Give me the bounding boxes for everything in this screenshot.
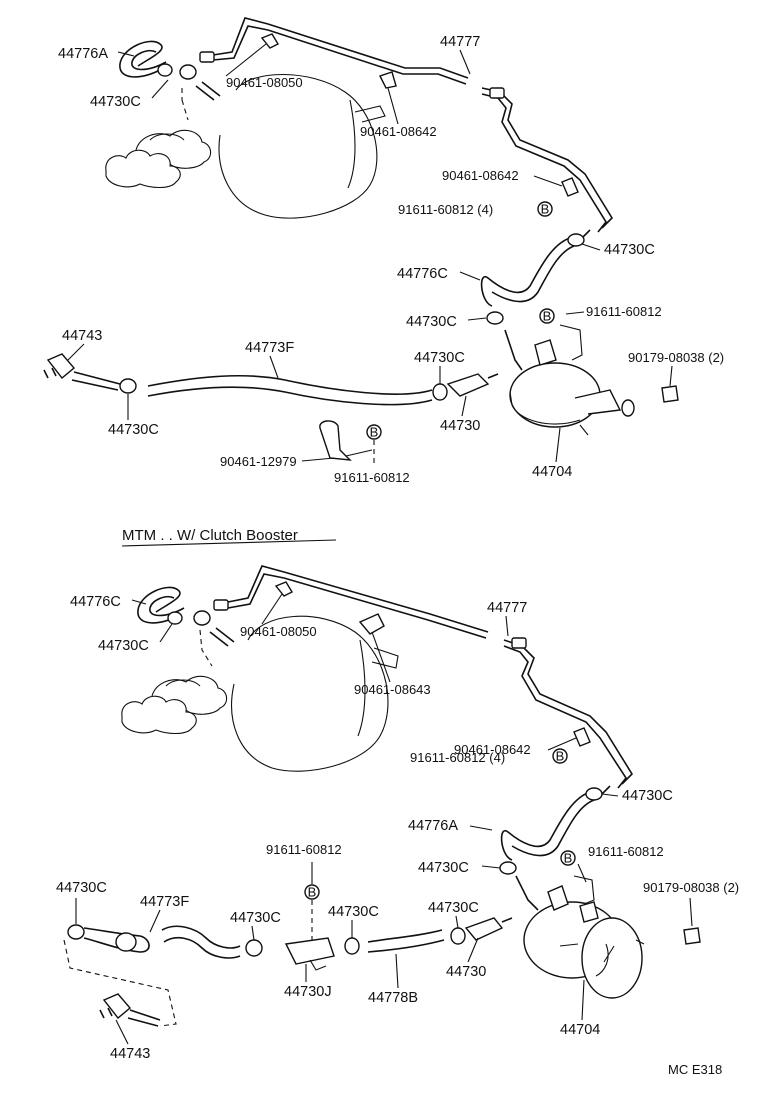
label-b-44730J: 44730J [284, 984, 332, 1000]
bottom-tank-44704 [515, 875, 645, 999]
bottom-labels: 44776C 44730C 90461-08050 44777 90461-08… [56, 593, 739, 1062]
bottom-hoses [67, 917, 513, 971]
bottom-hard-line [213, 565, 634, 797]
label-44773F: 44773F [245, 340, 294, 356]
label-44730C-c: 44730C [406, 314, 457, 330]
top-labels: 44776A 44730C 90461-08050 44777 90461-08… [58, 34, 724, 485]
top-fitting-44743 [43, 353, 137, 394]
top-booster [181, 73, 386, 219]
label-90461-08642: 90461-08642 [360, 124, 437, 139]
b-marker-2: B [543, 309, 552, 324]
label-b-44730C-f: 44730C [328, 904, 379, 920]
bottom-brackets [274, 581, 591, 747]
label-b-44730C-g: 44730C [428, 900, 479, 916]
label-44776C: 44776C [397, 266, 448, 282]
label-44743: 44743 [62, 328, 102, 344]
top-engine-cloud [105, 129, 212, 189]
label-91611-60812-4: 91611-60812 (4) [398, 202, 493, 217]
label-44777: 44777 [440, 34, 480, 50]
label-44776A: 44776A [58, 46, 108, 62]
label-b-44777: 44777 [487, 600, 527, 616]
label-b-44776A: 44776A [408, 818, 458, 834]
label-b-44730C-a: 44730C [98, 638, 149, 654]
bottom-hose-44776C [137, 586, 235, 647]
label-b-44773F: 44773F [140, 894, 189, 910]
label-44704: 44704 [532, 464, 572, 480]
top-diagram [43, 17, 635, 461]
top-tank-44704 [504, 324, 635, 436]
label-b-44730C-c: 44730C [418, 860, 469, 876]
b-marker-6: B [308, 885, 317, 900]
label-b-44743: 44743 [110, 1046, 150, 1062]
label-90461-08050: 90461-08050 [226, 75, 303, 90]
label-91611-60812: 91611-60812 [586, 304, 662, 319]
label-b-44776C: 44776C [70, 594, 121, 610]
bottom-diagram [63, 565, 701, 1027]
label-44730C-e: 44730C [108, 422, 159, 438]
label-b-90461-08642: 90461-08642 [454, 742, 531, 757]
label-b-91611-60812-top: 91611-60812 [266, 842, 342, 857]
label-b-44730C-b: 44730C [622, 788, 673, 804]
label-b-91611-60812: 91611-60812 [588, 844, 664, 859]
top-bracket-12979 [319, 420, 352, 461]
label-91611-60812-b: 91611-60812 [334, 470, 410, 485]
label-90179-08038: 90179-08038 (2) [628, 350, 724, 365]
b-marker-4: B [556, 749, 565, 764]
label-90461-08642-b: 90461-08642 [442, 168, 519, 183]
top-hard-line [199, 17, 614, 241]
label-b-90461-08050: 90461-08050 [240, 624, 317, 639]
footer-code: MC E318 [668, 1062, 722, 1077]
label-44730C: 44730C [90, 94, 141, 110]
label-b-44704: 44704 [560, 1022, 600, 1038]
label-44730: 44730 [440, 418, 480, 434]
label-44730C-d: 44730C [414, 350, 465, 366]
bottom-engine-cloud [121, 675, 228, 735]
label-b-44778B: 44778B [368, 990, 418, 1006]
subtitle-group: MTM . . W/ Clutch Booster [121, 527, 337, 547]
top-brackets [260, 33, 579, 197]
top-hose-44776A [119, 40, 221, 101]
subtitle: MTM . . W/ Clutch Booster [122, 527, 298, 544]
top-hose-44776C [480, 233, 585, 325]
label-b-44730: 44730 [446, 964, 486, 980]
b-marker-5: B [564, 851, 573, 866]
label-b-44730C-e: 44730C [230, 910, 281, 926]
label-90461-12979: 90461-12979 [220, 454, 297, 469]
bottom-fitting-44743 [63, 939, 177, 1027]
top-valve-44730 [446, 373, 499, 397]
b-marker-3: B [370, 425, 379, 440]
bottom-hose-44776A [499, 787, 603, 875]
label-b-90179-08038: 90179-08038 (2) [643, 880, 739, 895]
b-marker-1: B [541, 202, 550, 217]
label-44730C-b: 44730C [604, 242, 655, 258]
label-b-90461-08643: 90461-08643 [354, 682, 431, 697]
label-b-91611-60812-4: 91611-60812 (4) [410, 750, 505, 765]
label-b-44730C-d: 44730C [56, 880, 107, 896]
top-hose-44773F [147, 374, 448, 406]
